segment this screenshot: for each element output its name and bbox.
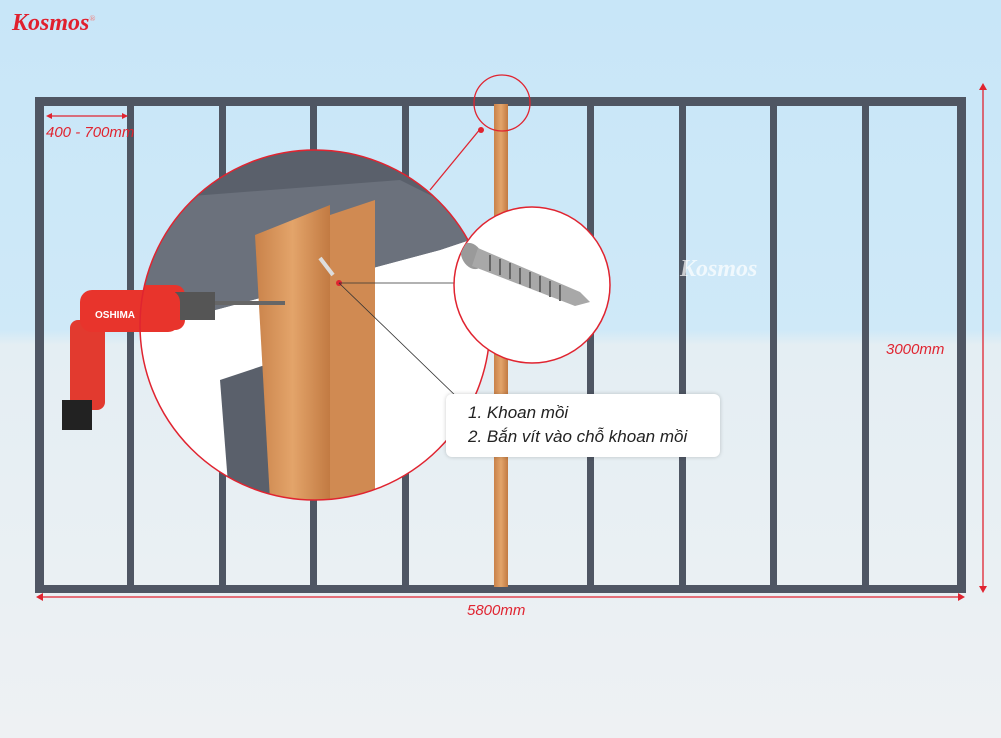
height-label: 3000mm <box>886 341 945 358</box>
zoom-detail <box>140 150 490 500</box>
width-label: 5800mm <box>467 602 526 619</box>
step-1: 1. Khoan mồi <box>468 403 569 422</box>
detail-marker <box>473 74 531 132</box>
screw-detail <box>453 206 611 364</box>
drill-handle: OSHIMA <box>62 290 180 430</box>
brand-logo: Kosmos® <box>12 10 96 36</box>
step-2: 2. Bắn vít vào chỗ khoan mồi <box>468 427 688 446</box>
svg-text:OSHIMA: OSHIMA <box>95 310 135 321</box>
watermark: Kosmos <box>680 256 758 282</box>
steps-callout: 1. Khoan mồi 2. Bắn vít vào chỗ khoan mồ… <box>446 394 720 457</box>
spacing-label: 400 - 700mm <box>46 124 135 141</box>
